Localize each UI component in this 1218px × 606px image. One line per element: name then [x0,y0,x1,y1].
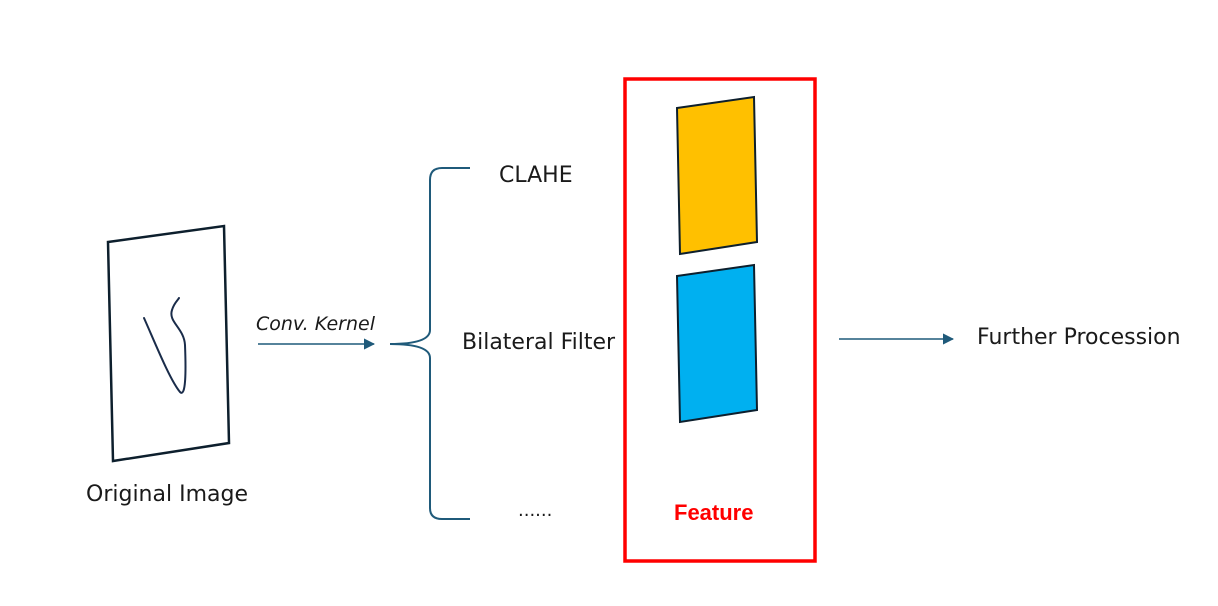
feature-label: Feature [674,500,754,525]
handwritten-stroke [143,297,187,394]
feature-box [623,77,817,563]
clahe-label: CLAHE [499,163,573,188]
filter-brace [389,167,470,520]
original-image-frame [106,224,231,463]
feature-map-yellow [675,95,759,256]
feature-map-blue [675,263,759,424]
more-filters-ellipsis: ...... [518,500,553,521]
original-image-label: Original Image [86,482,248,507]
conv-kernel-label: Conv. Kernel [256,313,376,335]
bilateral-filter-label: Bilateral Filter [462,330,616,355]
further-procession-label: Further Procession [977,325,1181,350]
